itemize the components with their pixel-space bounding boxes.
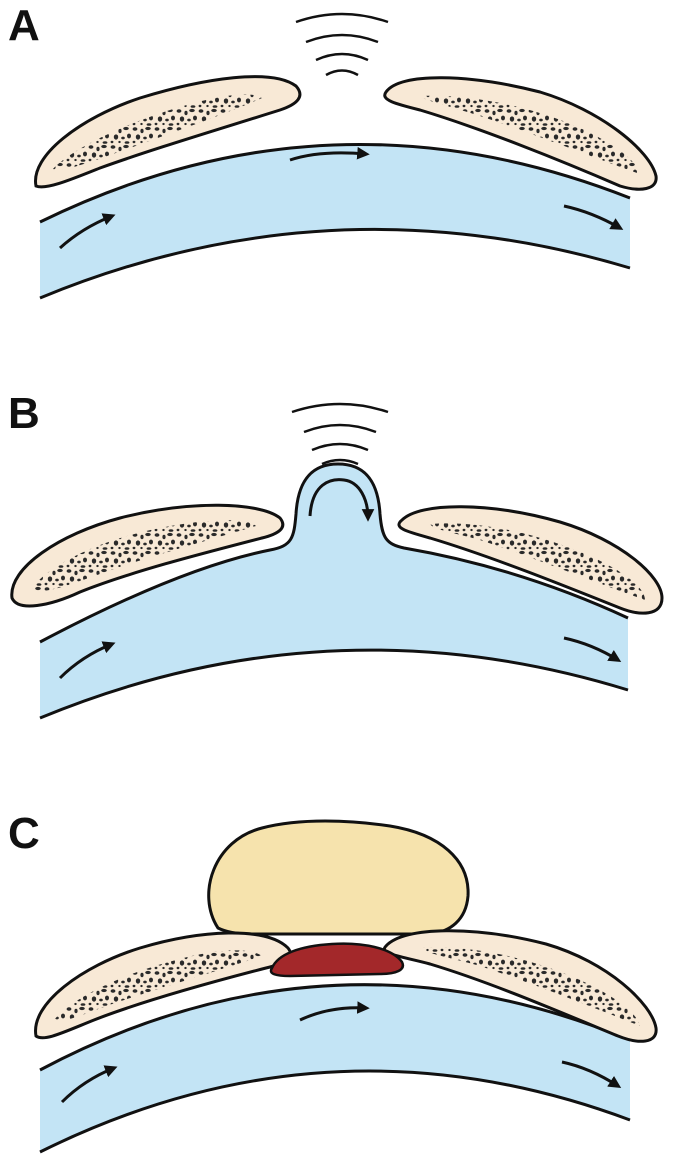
panel-c: C bbox=[0, 808, 685, 1163]
sinus-upper-wall bbox=[39, 142, 631, 224]
skull-bone-right bbox=[383, 76, 658, 191]
skull-bone-left bbox=[10, 503, 285, 608]
panel-b-illustration bbox=[10, 402, 664, 720]
clot-lesion bbox=[269, 942, 405, 978]
skull-bone-right bbox=[397, 505, 664, 615]
mass-lesion bbox=[207, 819, 470, 936]
flow-arrow-left bbox=[60, 1065, 118, 1104]
panel-label-b: B bbox=[8, 389, 40, 438]
sinus-lower-wall bbox=[39, 1069, 631, 1154]
venous-sinus bbox=[40, 984, 630, 1152]
panel-a: A bbox=[0, 0, 685, 330]
flow-arrow-left bbox=[58, 213, 116, 250]
flow-arrow-right bbox=[561, 1060, 622, 1089]
flow-arrow-left bbox=[58, 641, 116, 680]
panel-label-a: A bbox=[8, 1, 40, 50]
venous-sinus bbox=[40, 144, 630, 298]
flow-arrow-right bbox=[563, 636, 622, 662]
skull-bone-left bbox=[34, 75, 302, 189]
sound-wave-icon bbox=[295, 12, 389, 77]
venous-sinus-with-diverticulum bbox=[40, 464, 628, 718]
sound-wave-icon bbox=[291, 402, 389, 466]
flow-arrow-recirculation bbox=[308, 478, 375, 522]
sinus-lower-wall bbox=[39, 648, 629, 720]
sinus-lower-wall bbox=[39, 227, 631, 300]
flow-arrow-center bbox=[299, 1001, 370, 1022]
panel-a-illustration bbox=[34, 12, 658, 300]
panel-label-c: C bbox=[8, 809, 40, 858]
flow-arrow-center bbox=[289, 146, 370, 162]
sinus-upper-wall bbox=[39, 983, 631, 1072]
panel-b: B bbox=[0, 388, 685, 728]
skull-bone-right bbox=[382, 929, 658, 1043]
panel-c-illustration bbox=[34, 819, 658, 1154]
sinus-upper-wall bbox=[39, 462, 629, 644]
flow-arrow-right bbox=[563, 204, 624, 230]
